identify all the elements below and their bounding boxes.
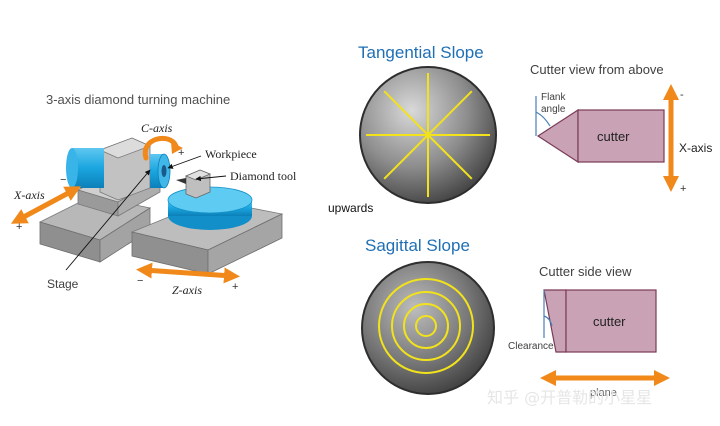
tangential-line xyxy=(427,134,473,180)
cutter-side-title: Cutter side view xyxy=(539,264,632,279)
c-axis-plus: + xyxy=(178,147,184,159)
sagittal-title: Sagittal Slope xyxy=(365,236,470,255)
tangential-slope-panel: Tangential Slope upwards xyxy=(328,43,497,215)
diamond-tool-leader xyxy=(195,175,227,182)
c-axis-label: C-axis xyxy=(141,121,173,135)
workpiece-label: Workpiece xyxy=(205,147,257,161)
clearance-label: Clearance xyxy=(508,341,554,352)
z-axis-plus: + xyxy=(232,281,238,293)
flank-angle-arc xyxy=(535,111,551,127)
sagittal-slope-panel: Sagittal Slope xyxy=(361,236,495,395)
cutter-side-view: Cutter side view cutter Clearance plane xyxy=(508,264,671,399)
cutter-top-view: Cutter view from above Flank angle cutte… xyxy=(530,62,712,195)
watermark-text: 知乎 @开普勒的小星星 xyxy=(487,388,652,407)
stage-label: Stage xyxy=(47,277,79,291)
sagittal-rings xyxy=(378,278,474,374)
machine-illustration: 3-axis diamond turning machine C-axis + xyxy=(10,92,297,297)
workpiece-disc xyxy=(161,165,167,177)
cutter-side-axis-label: plane xyxy=(590,387,617,399)
sagittal-ring xyxy=(391,291,461,361)
cutter-x-plus: + xyxy=(680,183,686,195)
tangential-line xyxy=(383,134,429,180)
sagittal-ring xyxy=(415,315,437,337)
tool-holder-top xyxy=(184,169,212,181)
sagittal-dome xyxy=(361,261,495,395)
x-axis-arrow xyxy=(10,186,82,224)
flank-label-2: angle xyxy=(541,104,566,115)
cutter-top-label: cutter xyxy=(597,129,630,144)
machine-title: 3-axis diamond turning machine xyxy=(46,92,230,107)
x-axis-plus: + xyxy=(16,221,22,233)
cutter-side-label: cutter xyxy=(593,314,626,329)
flank-label-1: Flank xyxy=(541,92,566,103)
upwards-label: upwards xyxy=(328,201,373,215)
z-axis-label: Z-axis xyxy=(172,283,202,297)
diamond-tool-label: Diamond tool xyxy=(230,169,297,183)
sagittal-ring xyxy=(403,303,449,349)
spindle-motor-end xyxy=(66,148,78,188)
clearance-angle-arc xyxy=(543,315,553,327)
sagittal-ring xyxy=(378,278,474,374)
tangential-lines xyxy=(366,73,490,197)
diamond-tool-tip xyxy=(176,178,186,184)
c-axis-arrow-head xyxy=(171,142,183,154)
z-axis-minus: − xyxy=(137,275,143,287)
c-axis-rotation-arrow xyxy=(142,135,179,161)
workpiece-leader xyxy=(167,155,202,169)
cutter-side-body xyxy=(565,289,657,353)
x-axis-minus: − xyxy=(60,174,66,186)
tangential-title: Tangential Slope xyxy=(358,43,484,62)
x-axis-label: X-axis xyxy=(13,188,45,202)
tangential-line xyxy=(383,90,429,136)
cutter-x-axis-label: X-axis xyxy=(679,141,712,155)
tangential-line xyxy=(427,90,473,136)
cutter-top-title: Cutter view from above xyxy=(530,62,664,77)
stage-leader xyxy=(65,169,151,271)
cutter-x-minus: - xyxy=(680,89,684,101)
z-axis-arrow xyxy=(136,262,240,284)
